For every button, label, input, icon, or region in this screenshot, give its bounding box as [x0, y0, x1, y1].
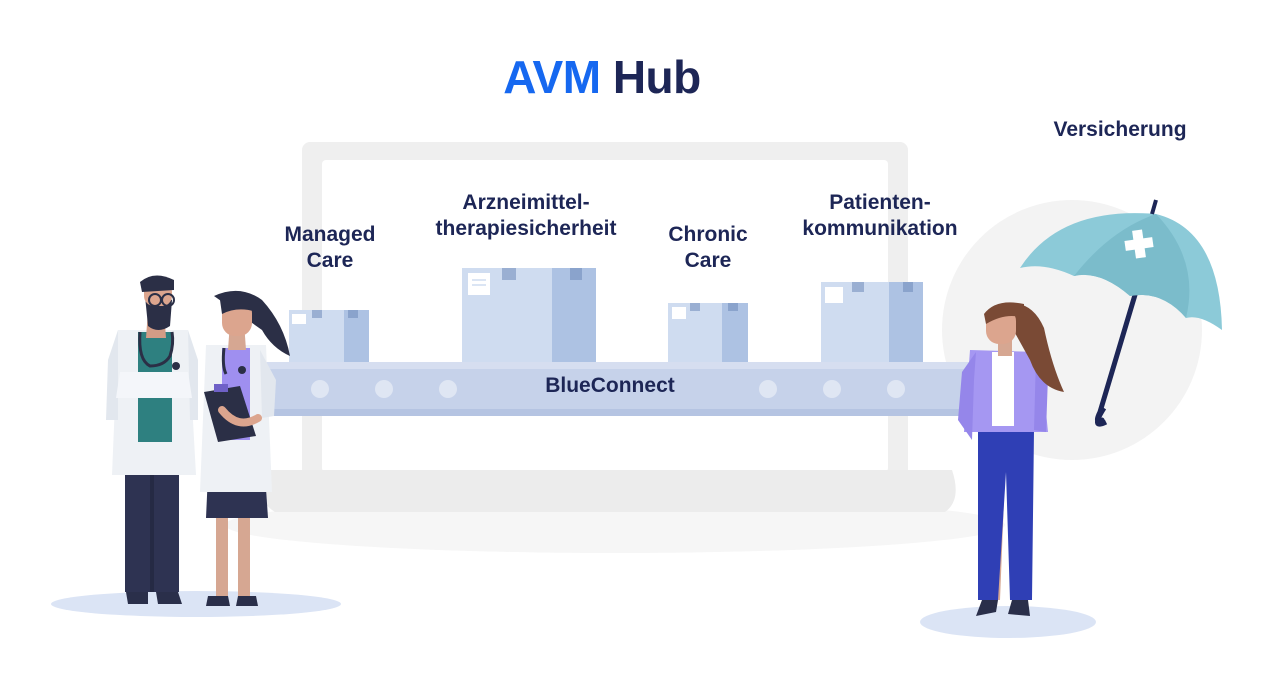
label-chronic-care: Chronic Care [668, 223, 748, 272]
label-managed-care: Managed Care [284, 223, 376, 272]
stethoscope-icon [138, 331, 175, 368]
medical-cross-icon [1124, 229, 1154, 259]
conveyor-belt [258, 362, 990, 416]
laptop-base [260, 470, 956, 512]
box-managed-care [289, 310, 369, 362]
patient [958, 302, 1064, 616]
page-title: AVM Hub [0, 50, 1204, 104]
label-arzneimittel: Arzneimittel- therapiesicherheit [435, 191, 617, 240]
label-patientenkommunikation: Patienten- kommunikation [802, 191, 958, 240]
title-avm: AVM [503, 51, 601, 103]
box-arzneimittel [462, 268, 596, 362]
stethoscope-icon [221, 347, 228, 375]
patient-floor-shadow [920, 606, 1096, 638]
female-doctor [200, 290, 290, 606]
label-versicherung: Versicherung [1053, 118, 1187, 141]
doctors-floor-shadow [51, 591, 341, 617]
box-chronic-care [668, 303, 748, 362]
title-hub: Hub [612, 51, 701, 103]
box-patienten [821, 282, 923, 362]
umbrella-icon [1020, 199, 1222, 427]
label-blueconnect: BlueConnect [545, 374, 675, 397]
male-doctor [106, 275, 198, 604]
